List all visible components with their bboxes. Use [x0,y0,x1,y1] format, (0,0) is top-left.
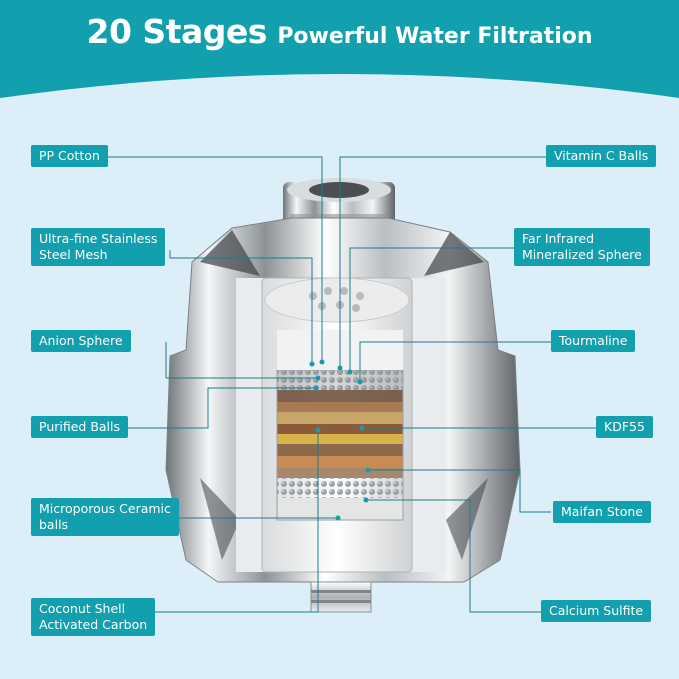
label-text-line2: Mineralized Sphere [522,247,642,262]
label-calcium-sulfite: Calcium Sulfite [541,600,652,622]
label-text: Maifan Stone [561,504,643,519]
label-coconut-carbon: Coconut Shell Activated Carbon [31,598,156,636]
label-far-infrared: Far Infrared Mineralized Sphere [514,228,650,266]
title-stages: 20 Stages [86,12,267,51]
label-text-line1: Far Infrared [522,231,595,246]
label-text-line2: balls [39,517,69,532]
label-vitamin-c: Vitamin C Balls [546,145,657,167]
leader-steel-mesh [169,250,313,362]
label-text: KDF55 [604,419,645,434]
label-text: Purified Balls [39,419,121,434]
filter-cartridge [261,277,413,573]
label-ceramic-balls: Microporous Ceramic balls [31,498,179,536]
leader-calcium [366,499,541,613]
leader-vitamin [339,156,551,368]
title-banner [0,0,679,98]
label-text-line2: Steel Mesh [39,247,108,262]
leader-infrared [349,247,515,372]
label-text: Tourmaline [559,333,628,348]
leader-tourmaline [359,341,551,382]
leader-lines [102,156,596,613]
label-text: Calcium Sulfite [549,603,644,618]
label-text-line1: Ultra-fine Stainless [39,231,158,246]
leader-anion [165,342,318,379]
label-kdf55: KDF55 [596,416,653,438]
label-steel-mesh: Ultra-fine Stainless Steel Mesh [31,228,166,266]
outlet-connector [310,581,372,613]
leader-purified [124,387,316,429]
title-subtitle: Powerful Water Filtration [277,24,593,49]
label-maifan-stone: Maifan Stone [553,501,651,523]
label-text: Anion Sphere [39,333,123,348]
leader-coconut [148,430,319,613]
label-pp-cotton: PP Cotton [31,145,108,167]
label-tourmaline: Tourmaline [551,330,636,352]
label-text-line2: Activated Carbon [39,617,148,632]
label-purified-balls: Purified Balls [31,416,129,438]
leader-maifan [368,469,551,513]
page-title: 20 Stages Powerful Water Filtration [0,12,679,51]
label-text-line1: Coconut Shell [39,601,126,616]
label-anion-sphere: Anion Sphere [31,330,131,352]
label-text: PP Cotton [39,148,100,163]
label-text-line1: Microporous Ceramic [39,501,171,516]
leader-pp-cotton [102,156,323,360]
label-text: Vitamin C Balls [554,148,649,163]
leader-dots [309,359,371,521]
